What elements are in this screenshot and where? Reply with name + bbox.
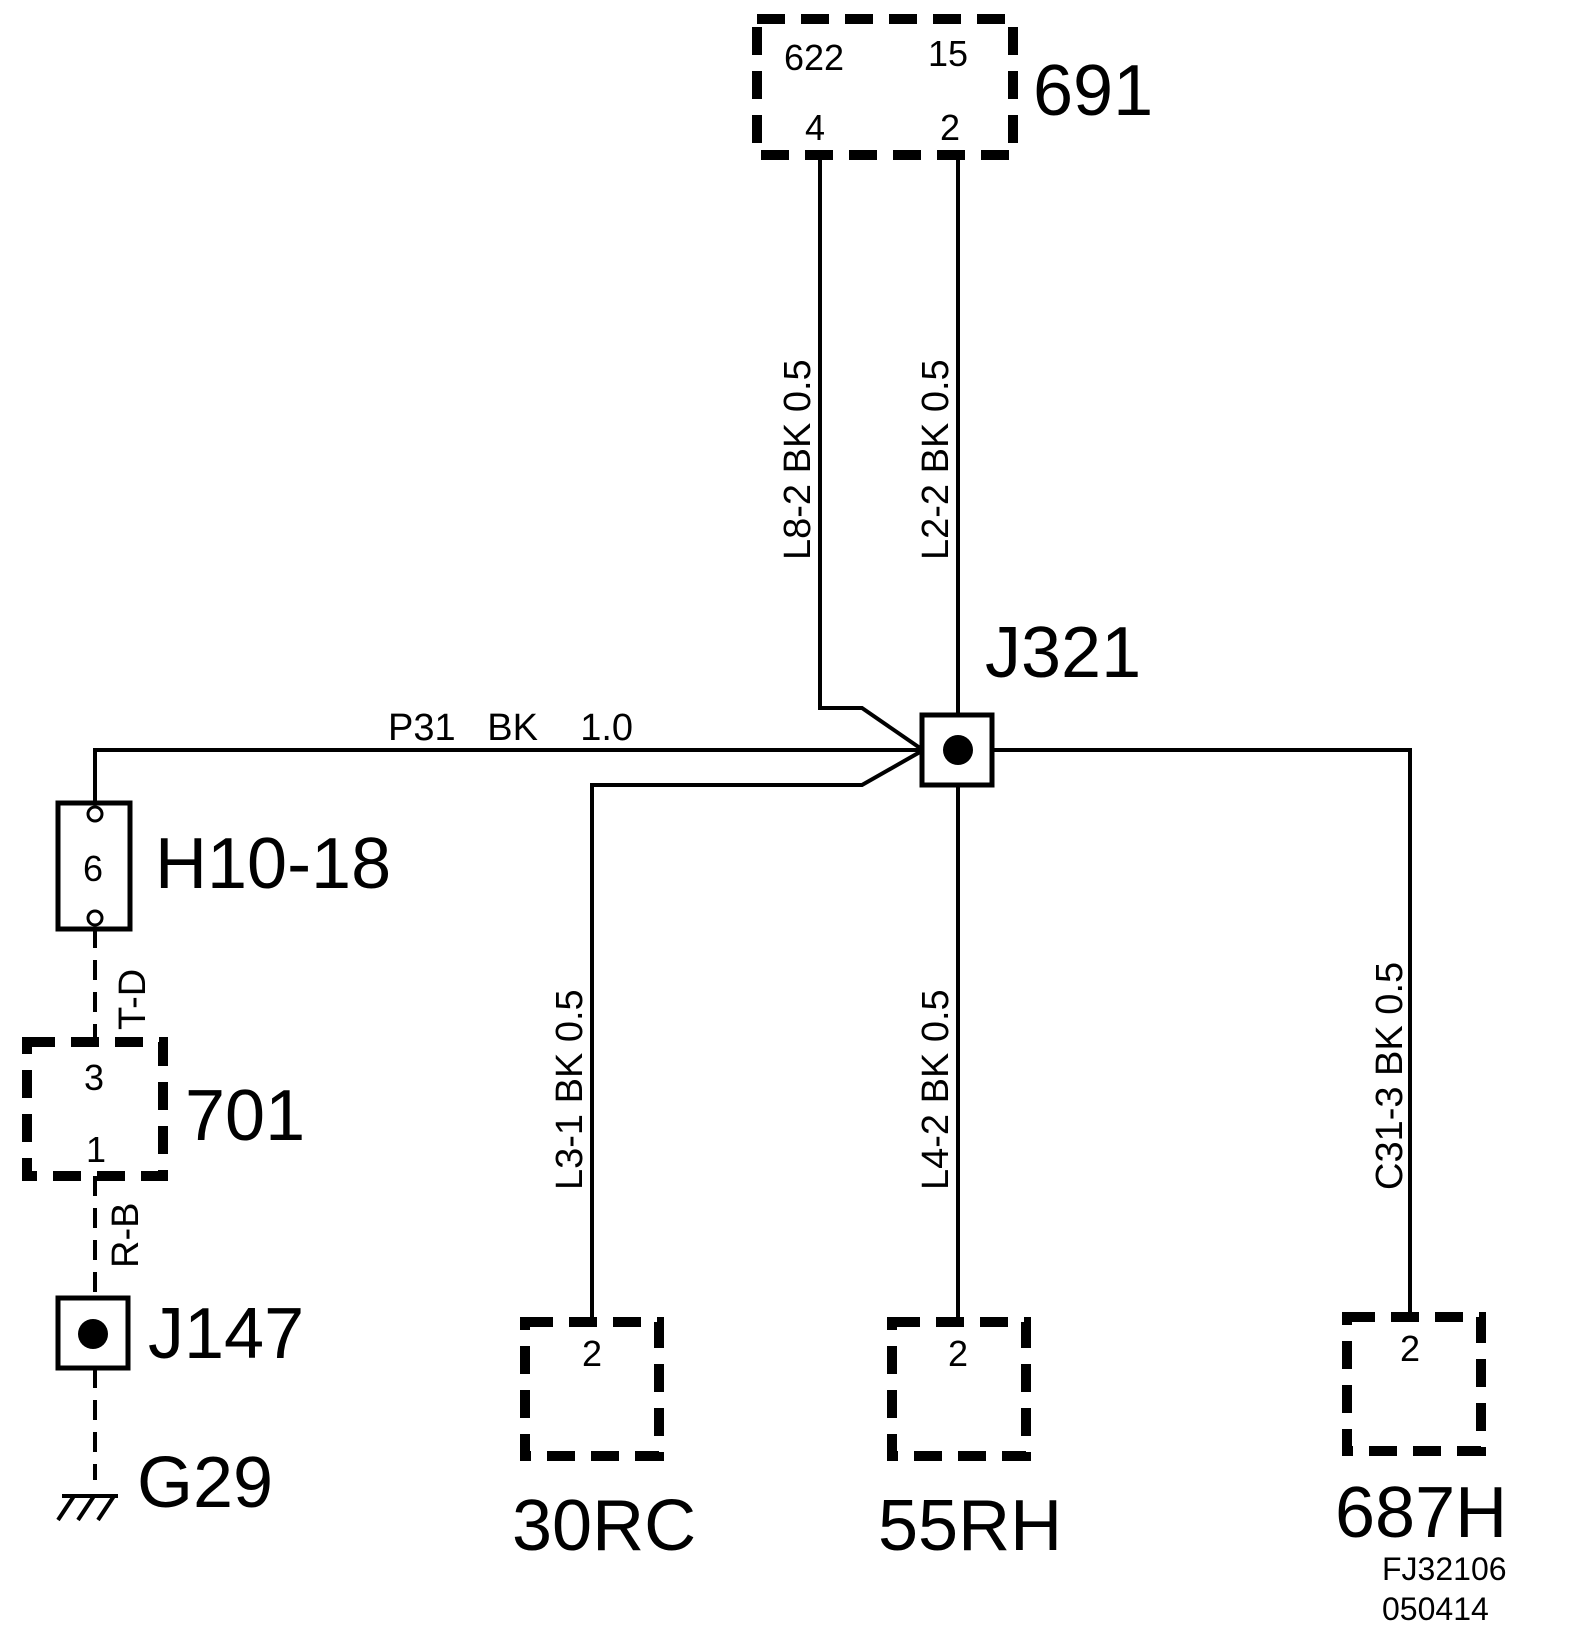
wire-label-l2-2: L2-2 BK 0.5: [915, 359, 957, 560]
splice-j147-label: J147: [148, 1294, 304, 1374]
inline-connector-terminal-bottom: [86, 909, 104, 927]
connector-691-pin-15: 15: [928, 33, 968, 74]
connector-55rh: 2 55RH: [878, 1317, 1062, 1566]
inline-connector-label: H10-18: [155, 824, 391, 904]
connector-691-pin-622: 622: [784, 37, 844, 78]
connector-55rh-label: 55RH: [878, 1486, 1062, 1566]
wire-c31-3: [958, 748, 1412, 1315]
splice-j321-dot: [943, 735, 973, 765]
wire-label-l8-2: L8-2 BK 0.5: [777, 359, 819, 560]
wire-label-l3-1: L3-1 BK 0.5: [549, 989, 591, 1190]
splice-j147-box: [55, 1295, 131, 1371]
connector-30rc-pin: 2: [582, 1333, 602, 1374]
wire-p31: [93, 748, 958, 812]
connector-701-label: 701: [185, 1076, 305, 1156]
ground-label: G29: [137, 1443, 273, 1523]
connector-687h: 2 687H: [1335, 1312, 1507, 1553]
wire-label-l4-2: L4-2 BK 0.5: [915, 989, 957, 1190]
connector-691-pin-4: 4: [805, 107, 825, 148]
wire-label-c31-3: C31-3 BK 0.5: [1369, 962, 1411, 1190]
connector-55rh-pin: 2: [948, 1333, 968, 1374]
connector-687h-body: [1342, 1312, 1486, 1456]
figure-id: FJ32106: [1382, 1551, 1507, 1587]
connector-55rh-body: [887, 1317, 1031, 1461]
connector-701-pin-1: 1: [86, 1129, 106, 1170]
splice-j321-label: J321: [985, 613, 1141, 693]
connector-30rc-label: 30RC: [512, 1486, 696, 1566]
connector-701: 3 1 701: [22, 1037, 305, 1181]
connector-701-body: [22, 1037, 168, 1181]
inline-connector-h10-18: 6 H10-18: [55, 800, 391, 932]
connector-691-pin-2: 2: [940, 107, 960, 148]
connector-691-body: [752, 14, 1018, 160]
connector-701-pin-3: 3: [84, 1057, 104, 1098]
wire-label-r-b: R-B: [105, 1203, 147, 1268]
inline-connector-pin: 6: [83, 848, 103, 889]
ground-hatch-icon: [56, 1494, 116, 1522]
wire-label-t-d: T-D: [112, 969, 154, 1030]
connector-687h-label: 687H: [1335, 1473, 1507, 1553]
ground-g29: G29: [56, 1443, 273, 1523]
wire-l8-2: [818, 155, 922, 750]
wire-label-p31: P31 BK 1.0: [388, 707, 633, 749]
connector-30rc: 2 30RC: [512, 1317, 696, 1566]
splice-j147: J147: [55, 1294, 304, 1374]
wire-l3-1: [590, 750, 921, 1320]
splice-j321: J321: [919, 613, 1141, 788]
splice-j147-dot: [78, 1319, 108, 1349]
date-code: 050414: [1382, 1591, 1489, 1627]
inline-connector-terminal-top: [86, 805, 104, 823]
connector-687h-pin: 2: [1400, 1328, 1420, 1369]
connector-691: 622 15 4 2 691: [752, 14, 1153, 160]
connector-30rc-body: [520, 1317, 664, 1461]
connector-691-label: 691: [1033, 51, 1153, 131]
